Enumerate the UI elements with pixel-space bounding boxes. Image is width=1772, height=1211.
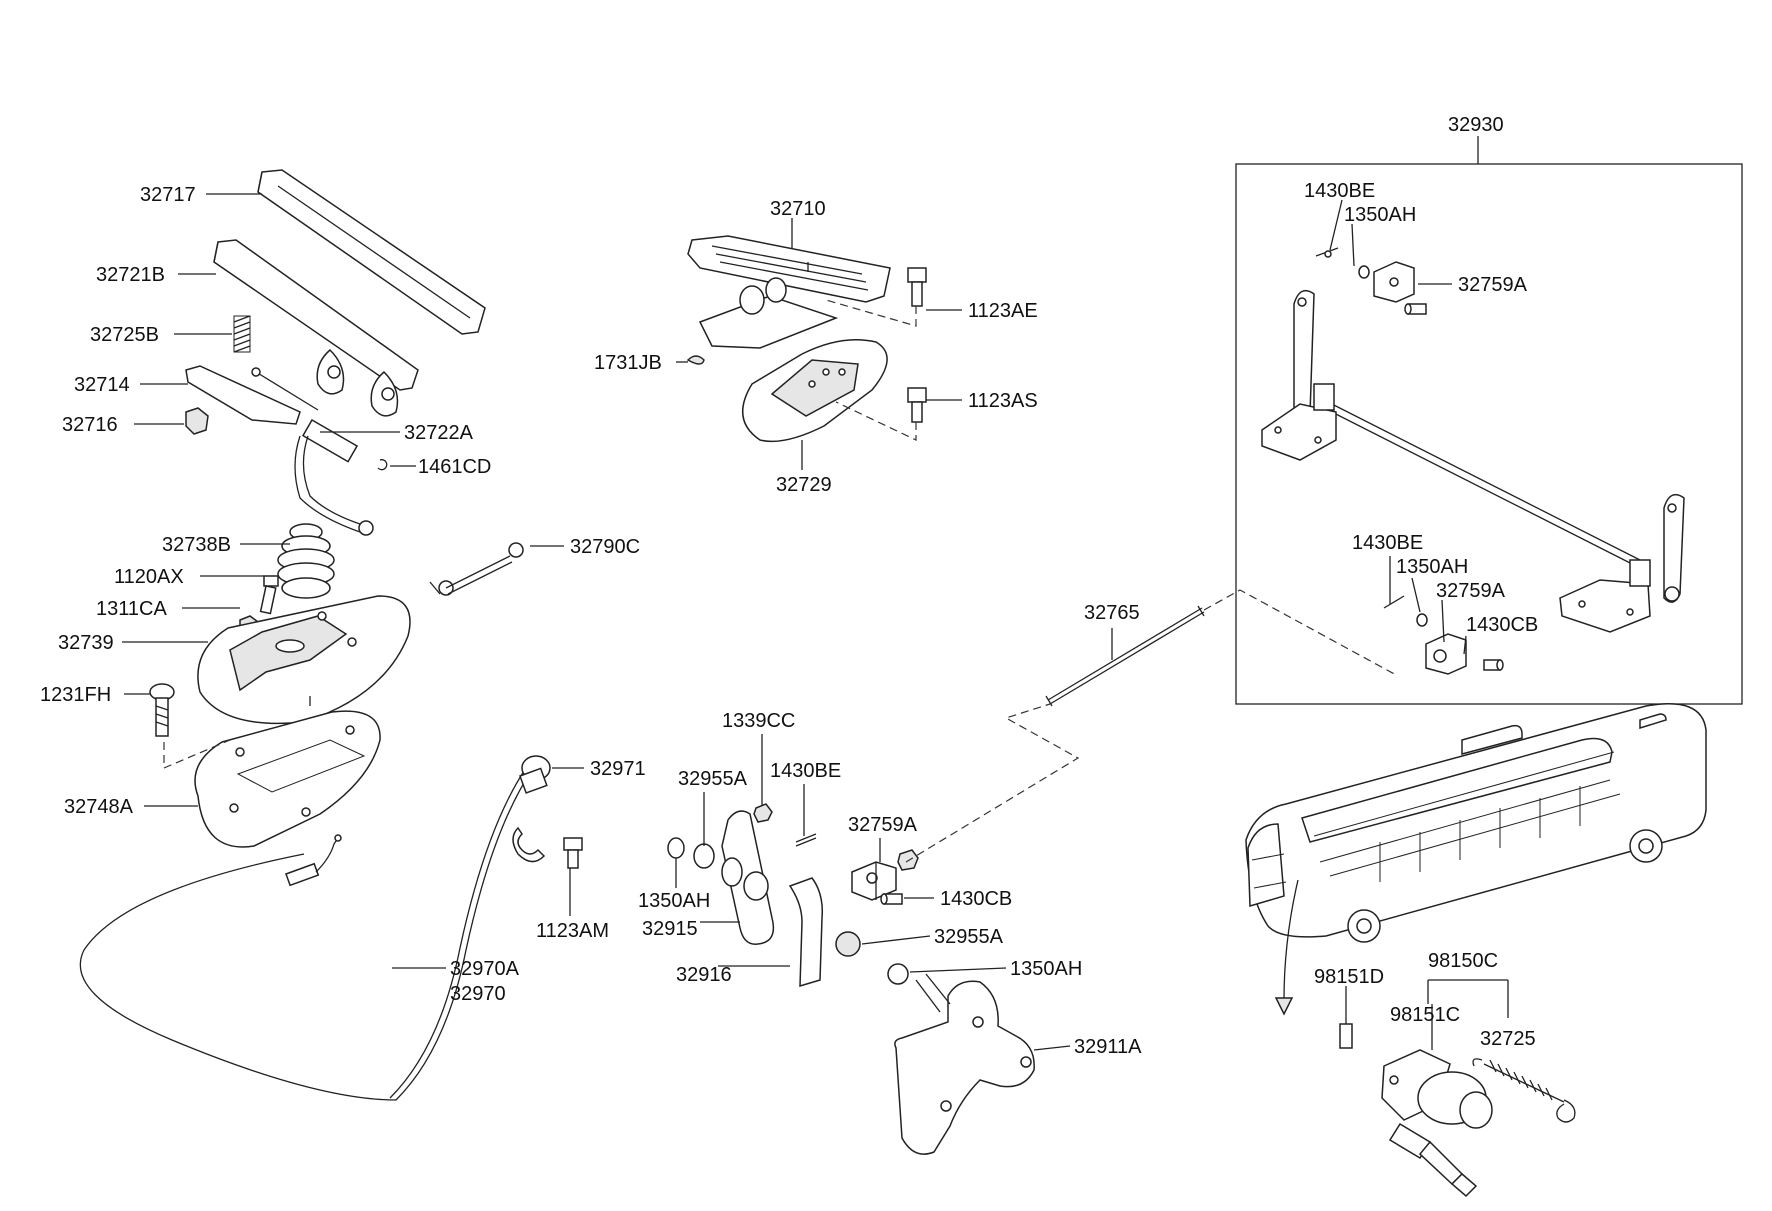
pedal-arm-part <box>213 239 419 417</box>
rod-32765 <box>1045 605 1205 707</box>
label-1430CB-mid: 1430CB <box>940 888 1012 910</box>
mounting-bracket-part <box>894 973 1035 1155</box>
floor-plate-part <box>194 710 381 848</box>
label-1231FH: 1231FH <box>40 684 111 706</box>
spring-part <box>233 315 251 353</box>
label-32970: 32970 <box>450 983 506 1005</box>
pedal-assembly-left <box>149 169 524 848</box>
label-1430BE-tr: 1430BE <box>1304 180 1375 202</box>
label-32970A: 32970A <box>450 958 520 980</box>
part-labels: 32717 32721B 32725B 32714 32716 32722A 1… <box>40 114 1538 1058</box>
label-32710: 32710 <box>770 198 826 220</box>
label-32971: 32971 <box>590 758 646 780</box>
label-32955A-bot: 32955A <box>934 926 1004 948</box>
label-1430BE-mid: 1430BE <box>770 760 841 782</box>
label-1123AE: 1123AE <box>968 300 1038 322</box>
pin-mid-part <box>880 893 903 905</box>
pedal-base-part <box>741 339 888 443</box>
washer-left-part <box>667 837 685 859</box>
label-98151D: 98151D <box>1314 966 1384 988</box>
rubber-boot-part <box>277 523 335 599</box>
label-1123AS: 1123AS <box>968 390 1038 412</box>
center-linkage <box>667 803 1035 1155</box>
label-32716: 32716 <box>62 414 118 436</box>
label-1350AH-bot: 1350AH <box>1010 958 1082 980</box>
label-32759A-tr: 32759A <box>1458 274 1528 296</box>
label-1120AX: 1120AX <box>114 566 184 588</box>
label-32717: 32717 <box>140 184 196 206</box>
label-32759A-mid: 32759A <box>848 814 918 836</box>
label-32955A-top: 32955A <box>678 768 748 790</box>
pedal-bracket-part <box>197 595 411 725</box>
label-32722A: 32722A <box>404 422 474 444</box>
bolt-part <box>259 575 279 615</box>
grommet-part <box>686 355 705 365</box>
sensor-part <box>1381 1049 1493 1198</box>
label-98151C: 98151C <box>1390 1004 1460 1026</box>
label-1461CD: 1461CD <box>418 456 491 478</box>
label-1350AH-br: 1350AH <box>1396 556 1468 578</box>
label-32930: 32930 <box>1448 114 1504 136</box>
label-32916: 32916 <box>676 964 732 986</box>
label-32765: 32765 <box>1084 602 1140 624</box>
spring-right-part <box>1472 1058 1576 1123</box>
nut-part <box>185 407 209 435</box>
bolt-top-part <box>907 267 927 307</box>
label-32759A-br: 32759A <box>1436 580 1506 602</box>
label-1430CB-br: 1430CB <box>1466 614 1538 636</box>
label-32725: 32725 <box>1480 1028 1536 1050</box>
bolt-cable-part <box>563 837 583 869</box>
assembly-box-32930 <box>1235 136 1743 705</box>
clip-bracket-mid-part <box>851 861 897 901</box>
screw-part <box>149 683 175 737</box>
label-1350AH-left: 1350AH <box>638 890 710 912</box>
pedal-pad-part <box>257 169 486 335</box>
label-32721B: 32721B <box>96 264 165 286</box>
bus-illustration <box>1245 703 1707 1016</box>
bushing-part <box>693 843 715 869</box>
label-32738B: 32738B <box>162 534 231 556</box>
label-32911A: 32911A <box>1074 1036 1142 1058</box>
clip-part <box>377 459 388 471</box>
label-1350AH-tr: 1350AH <box>1344 204 1416 226</box>
label-1430BE-br: 1430BE <box>1352 532 1423 554</box>
label-1311CA: 1311CA <box>96 598 167 620</box>
label-1339CC: 1339CC <box>722 710 795 732</box>
label-32725B: 32725B <box>90 324 159 346</box>
label-32729: 32729 <box>776 474 832 496</box>
label-32714: 32714 <box>74 374 130 396</box>
label-32790C: 32790C <box>570 536 640 558</box>
lever-arm-part <box>721 810 775 945</box>
label-1123AM: 1123AM <box>536 920 609 942</box>
accelerator-pedal-part <box>687 235 891 349</box>
accelerator-pedal-center <box>686 235 927 443</box>
label-32915: 32915 <box>642 918 698 940</box>
lever-part <box>185 365 374 536</box>
cable-assembly <box>79 755 583 1101</box>
rod-end-part <box>429 542 524 596</box>
label-32748A: 32748A <box>64 796 134 818</box>
label-1731JB: 1731JB <box>594 352 662 374</box>
bracket-small-part <box>788 877 824 988</box>
leader-lines <box>122 193 1467 1051</box>
sensor-group <box>1339 979 1576 1198</box>
cable-clamp-part <box>512 826 546 863</box>
label-32739: 32739 <box>58 632 114 654</box>
bolt-mid-part <box>907 387 927 423</box>
label-98150C: 98150C <box>1428 950 1498 972</box>
